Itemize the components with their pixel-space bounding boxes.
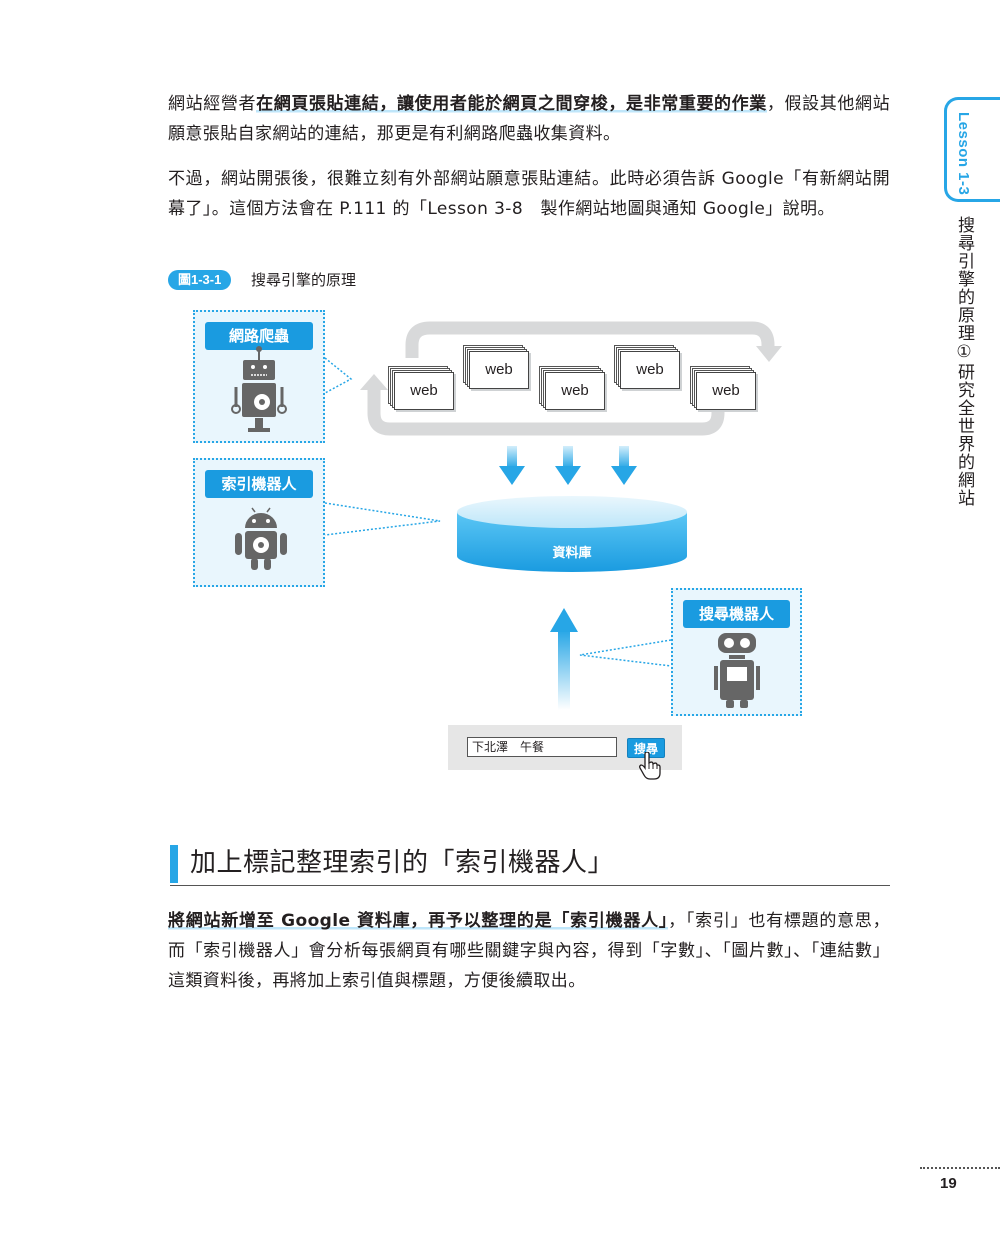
web-page-4-label: web [620, 351, 680, 389]
crawler-tag: 網路爬蟲 [205, 322, 313, 350]
section-heading-bar [170, 845, 178, 883]
lesson-tab: Lesson 1-3 [944, 97, 1000, 202]
web-page-3: web [539, 366, 605, 410]
paragraph-3: 將網站新增至 Google 資料庫，再予以整理的是「索引機器人」，「索引」也有標… [168, 906, 890, 996]
search-input[interactable]: 下北澤 午餐 [467, 737, 617, 757]
indexer-tag: 索引機器人 [205, 470, 313, 498]
web-page-3-label: web [545, 372, 605, 410]
query-arrow [550, 608, 578, 710]
paragraph-2: 不過，網站開張後，很難立刻有外部網站願意張貼連結。此時必須告訴 Google「有… [168, 169, 890, 219]
section-heading: 加上標記整理索引的「索引機器人」 [190, 848, 615, 878]
lesson-tab-label: Lesson 1-3 [955, 112, 972, 196]
crawl-loop-arrow [360, 321, 782, 436]
paragraph-1-highlight: 在網頁張貼連結，讓使用者能於網頁之間穿梭，是非常重要的作業 [256, 94, 767, 114]
database-cylinder [457, 496, 687, 572]
database-label: 資料庫 [552, 546, 592, 561]
search-button[interactable]: 搜尋 [627, 738, 665, 758]
crawler-box: 網路爬蟲 [193, 310, 325, 443]
web-page-4: web [614, 345, 680, 389]
page-number: 19 [940, 1175, 957, 1192]
paragraph-3-highlight: 將網站新增至 Google 資料庫，再予以整理的是「索引機器人」 [168, 911, 669, 931]
page-number-leader [920, 1167, 1000, 1169]
chapter-side-title: 搜尋引擎的原理①研究全世界的網站 [954, 216, 974, 507]
paragraph-1-lead: 網站經營者 [168, 94, 257, 114]
indexer-box: 索引機器人 [193, 458, 325, 587]
web-page-2-label: web [469, 351, 529, 389]
figure-label: 圖1-3-1 [168, 270, 232, 290]
figure-title: 搜尋引擎的原理 [251, 271, 357, 289]
section-divider [170, 885, 890, 886]
web-page-2: web [463, 345, 529, 389]
paragraph-3-tail: ，「索引」也有標題的意思，而「索引機器人」會分析每張網頁有哪些關鍵字與內容，得到… [168, 911, 890, 991]
searcher-tag: 搜尋機器人 [683, 600, 790, 628]
web-page-5: web [690, 366, 756, 410]
web-page-1: web [388, 366, 454, 410]
web-page-5-label: web [696, 372, 756, 410]
index-arrows [499, 446, 637, 485]
searcher-box: 搜尋機器人 [671, 588, 802, 716]
web-page-1-label: web [394, 372, 454, 410]
pointer-hand-icon [639, 752, 661, 780]
paragraph-1-tail: ，假設其他網站願意張貼自家網站的連結，那更是有利網路爬蟲收集資料。 [168, 94, 890, 144]
paragraph-1: 網站經營者在網頁張貼連結，讓使用者能於網頁之間穿梭，是非常重要的作業，假設其他網… [168, 89, 890, 149]
bot-connectors [324, 357, 672, 667]
